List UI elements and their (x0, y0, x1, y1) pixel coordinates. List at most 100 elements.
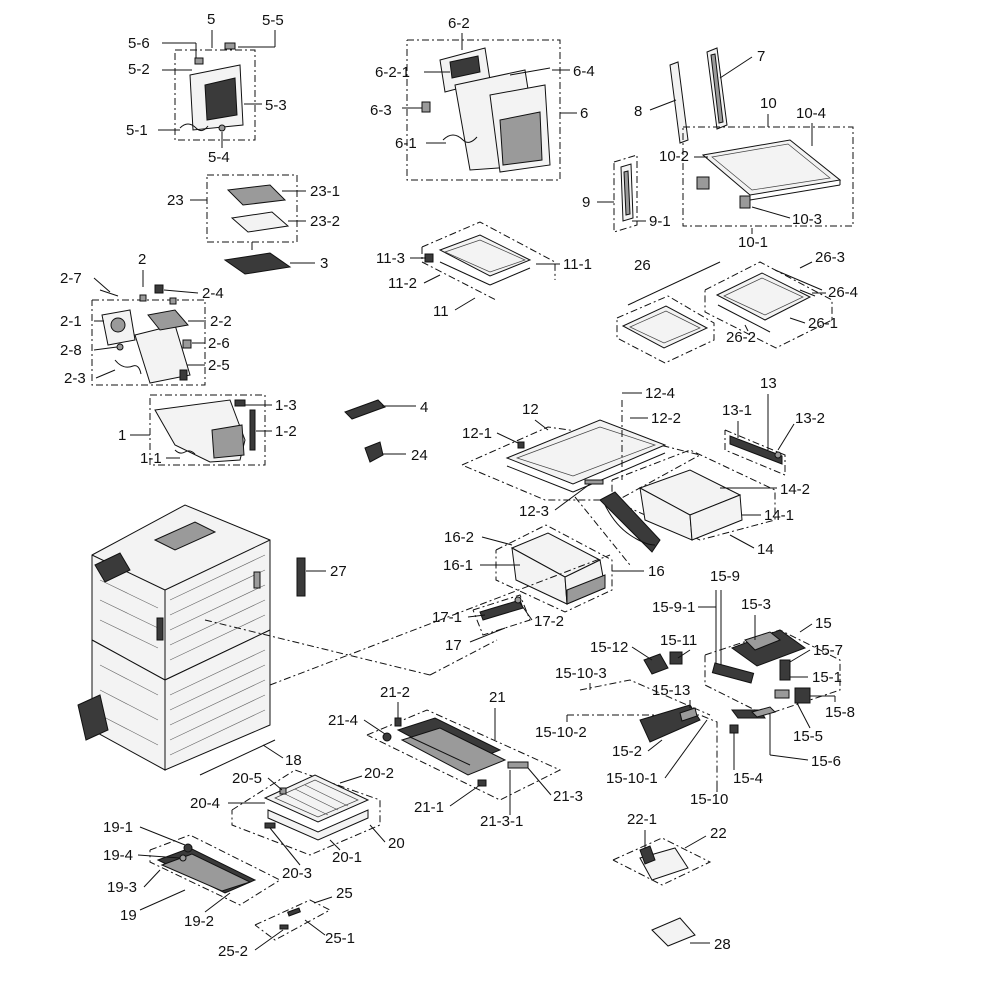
label-19-2: 19-2 (184, 913, 214, 930)
label-3: 3 (320, 255, 328, 272)
label-27: 27 (330, 563, 347, 580)
label-19-3: 19-3 (107, 879, 137, 896)
label-1-1: 1-1 (140, 450, 162, 467)
label-26-3: 26-3 (815, 249, 845, 266)
part-group-20 (231, 769, 381, 856)
label-15-2: 15-2 (612, 743, 642, 760)
label-11-3: 11-3 (376, 250, 405, 267)
label-21-2: 21-2 (380, 684, 410, 701)
label-15-9-1: 15-9-1 (652, 599, 695, 616)
label-13: 13 (760, 375, 777, 392)
label-20-5: 20-5 (232, 770, 262, 787)
label-5-2: 5-2 (128, 61, 150, 78)
part-group-10 (682, 126, 854, 227)
label-17-2: 17-2 (534, 613, 564, 630)
label-6-4: 6-4 (573, 63, 595, 80)
part-group-1 (149, 394, 266, 466)
label-9-1: 9-1 (649, 213, 671, 230)
label-15-10-2: 15-10-2 (535, 724, 587, 741)
part-group-2 (91, 284, 206, 386)
label-14-1: 14-1 (764, 507, 794, 524)
label-11-2: 11-2 (388, 275, 417, 292)
label-8: 8 (634, 103, 642, 120)
label-15-5: 15-5 (793, 728, 823, 745)
part-group-16 (495, 524, 613, 613)
label-26-4: 26-4 (828, 284, 858, 301)
label-19-4: 19-4 (103, 847, 133, 864)
label-15-3: 15-3 (741, 596, 771, 613)
part-group-6 (406, 39, 561, 181)
label-20-2: 20-2 (364, 765, 394, 782)
part-group-19 (149, 834, 282, 906)
label-25-2: 25-2 (218, 943, 248, 960)
label-2-7: 2-7 (60, 270, 82, 287)
part-7-8 (669, 47, 728, 144)
part-4-24 (344, 399, 386, 463)
label-9: 9 (582, 194, 590, 211)
label-15-13: 15-13 (652, 682, 690, 699)
part-27 (296, 557, 306, 597)
label-2-2: 2-2 (210, 313, 232, 330)
label-24: 24 (411, 447, 428, 464)
label-15: 15 (815, 615, 832, 632)
label-11-1: 11-1 (563, 256, 592, 273)
part-group-5 (174, 42, 256, 141)
label-28: 28 (714, 936, 731, 953)
label-6: 6 (580, 105, 588, 122)
label-25-1: 25-1 (325, 930, 355, 947)
label-15-12: 15-12 (590, 639, 628, 656)
label-22-1: 22-1 (627, 811, 657, 828)
label-5-6: 5-6 (128, 35, 150, 52)
label-15-1: 15-1 (812, 669, 842, 686)
part-group-25 (254, 899, 332, 941)
label-15-8: 15-8 (825, 704, 855, 721)
label-6-3: 6-3 (370, 102, 392, 119)
label-15-11: 15-11 (660, 632, 697, 649)
label-26-2: 26-2 (726, 329, 756, 346)
label-14-2: 14-2 (780, 481, 810, 498)
label-2-3: 2-3 (64, 370, 86, 387)
part-group-21 (366, 709, 562, 801)
label-21-4: 21-4 (328, 712, 358, 729)
label-1-2: 1-2 (275, 423, 297, 440)
label-20-3: 20-3 (282, 865, 312, 882)
label-22: 22 (710, 825, 727, 842)
label-5: 5 (207, 11, 215, 28)
label-10-3: 10-3 (792, 211, 822, 228)
label-13-1: 13-1 (722, 402, 752, 419)
label-12-4: 12-4 (645, 385, 675, 402)
label-10-1: 10-1 (738, 234, 768, 251)
part-group-15 (567, 590, 841, 785)
label-26: 26 (634, 257, 651, 274)
label-2-1: 2-1 (60, 313, 82, 330)
label-6-2: 6-2 (448, 15, 470, 32)
label-5-5: 5-5 (262, 12, 284, 29)
part-group-14 (599, 449, 776, 553)
label-2-6: 2-6 (208, 335, 230, 352)
label-19: 19 (120, 907, 137, 924)
label-15-4: 15-4 (733, 770, 763, 787)
part-group-17 (472, 594, 531, 636)
label-15-10: 15-10 (690, 791, 728, 808)
label-10-4: 10-4 (796, 105, 826, 122)
label-11: 11 (433, 303, 449, 320)
part-group-11 (421, 221, 556, 301)
label-7: 7 (757, 48, 765, 65)
label-21-3-1: 21-3-1 (480, 813, 523, 830)
label-5-4: 5-4 (208, 149, 230, 166)
label-1-3: 1-3 (275, 397, 297, 414)
label-15-6: 15-6 (811, 753, 841, 770)
label-21-3: 21-3 (553, 788, 583, 805)
label-20: 20 (388, 835, 405, 852)
label-16-2: 16-2 (444, 529, 474, 546)
label-16-1: 16-1 (443, 557, 473, 574)
label-12-3: 12-3 (519, 503, 549, 520)
label-23: 23 (167, 192, 184, 209)
label-25: 25 (336, 885, 353, 902)
label-20-1: 20-1 (332, 849, 362, 866)
part-group-23 (206, 174, 298, 275)
label-17-1: 17-1 (432, 609, 462, 626)
label-26-1: 26-1 (808, 315, 838, 332)
label-15-10-1: 15-10-1 (606, 770, 658, 787)
label-12-1: 12-1 (462, 425, 492, 442)
